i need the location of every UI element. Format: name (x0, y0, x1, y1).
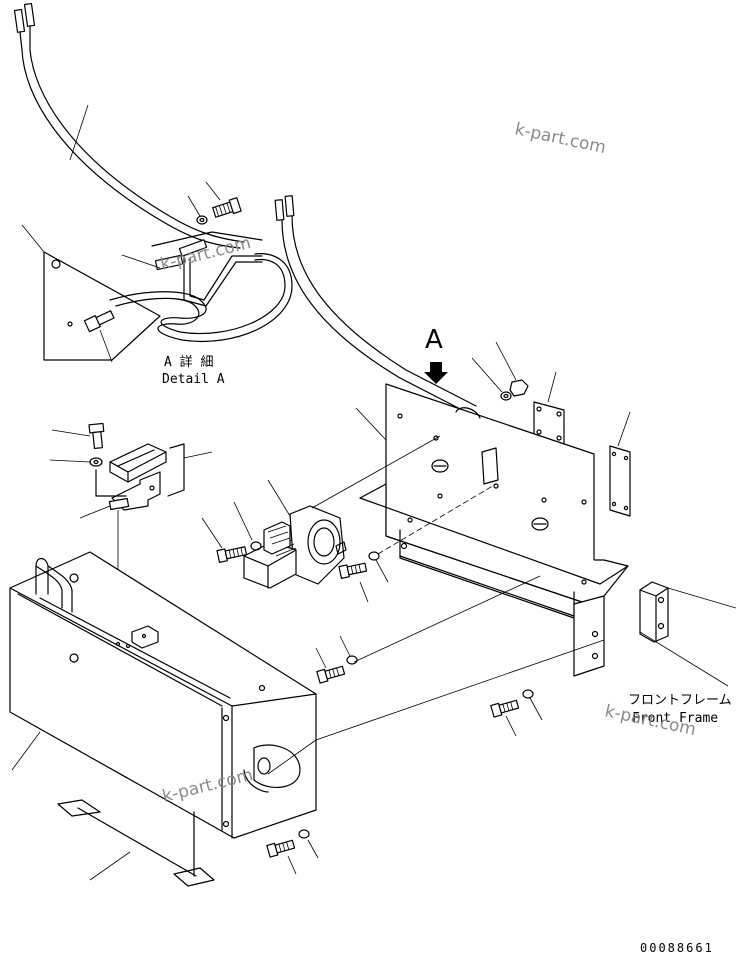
relay-bolt-left (201, 501, 262, 563)
drawing-number: 00088661 (640, 941, 714, 955)
battery-relay (243, 479, 347, 589)
rectangular-cover (609, 411, 631, 517)
spacer-block (639, 581, 736, 687)
nut-washer (471, 341, 529, 401)
view-a-marker: A (425, 325, 443, 355)
box-bolt-bottom (266, 829, 319, 875)
watermark: k-part.com (513, 119, 608, 158)
front-frame-jp-label: フロントフレーム (628, 693, 732, 708)
bolt-washer-top (187, 181, 242, 225)
upper-cable (13, 2, 245, 249)
clamp-assembly (49, 422, 213, 519)
mounting-bracket (355, 383, 629, 677)
down-arrow-icon (424, 362, 448, 384)
lower-cable (274, 195, 477, 415)
box-bolt-center (315, 635, 358, 684)
relay-bolt-right (338, 551, 389, 603)
detail-a-en-label: Detail A (162, 372, 225, 387)
battery-box (9, 551, 317, 839)
detail-a-jp-label: A 詳 細 (164, 354, 213, 370)
box-bolt-right (490, 689, 543, 737)
detail-a-inset (21, 104, 293, 363)
watermark: k-part.com (158, 233, 253, 275)
bottom-strap (57, 799, 215, 887)
front-frame-en-label: Front Frame (632, 711, 718, 726)
